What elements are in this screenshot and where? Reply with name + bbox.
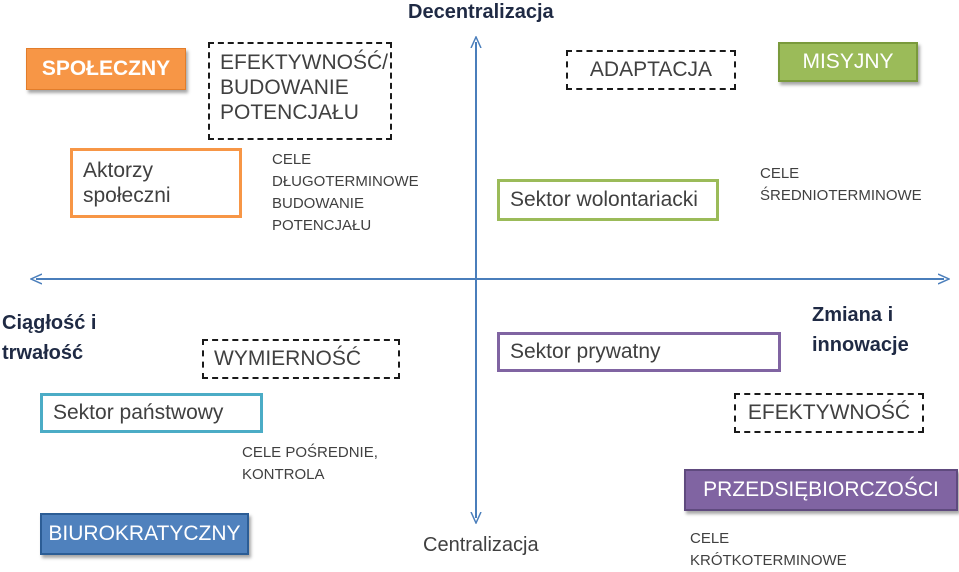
goals-dlugoterminowe: CELE DŁUGOTERMINOWE BUDOWANIE POTENCJAŁU [272,151,419,234]
goals-posrednie-kontrola: CELE POŚREDNIE, KONTROLA [242,444,378,483]
axis-label-top: Decentralizacja [408,1,554,23]
criterion-efektywnosc: EFEKTYWNOŚĆ [734,393,924,433]
axis-label-bottom: Centralizacja [423,534,539,556]
actor-sektor-wolontariacki: Sektor wolontariacki [497,179,719,221]
criterion-adaptacja: ADAPTACJA [566,50,736,90]
type-label-przedsiebiorczosci: PRZEDSIĘBIORCZOŚCI [684,469,958,511]
goals-sredniterminowe: CELE ŚREDNIOTERMINOWE [760,165,922,204]
actor-aktorzy-spoleczni: Aktorzy społeczni [70,148,242,218]
criterion-efektywnosc-budowanie: EFEKTYWNOŚĆ/ BUDOWANIE POTENCJAŁU [208,42,392,140]
goals-krotkoterminowe: CELE KRÓTKOTERMINOWE [690,530,847,569]
criterion-wymiernosc: WYMIERNOŚĆ [202,339,400,379]
axis-label-left: Ciągłość i trwałość [2,312,97,364]
actor-sektor-prywatny: Sektor prywatny [497,332,781,372]
type-label-biurokratyczny: BIUROKRATYCZNY [40,513,249,555]
type-label-misyjny: MISYJNY [778,42,918,82]
actor-sektor-panstwowy: Sektor państwowy [40,393,263,433]
axis-label-right: Zmiana i innowacje [812,304,909,356]
type-label-spoleczny: SPOŁECZNY [26,48,186,90]
